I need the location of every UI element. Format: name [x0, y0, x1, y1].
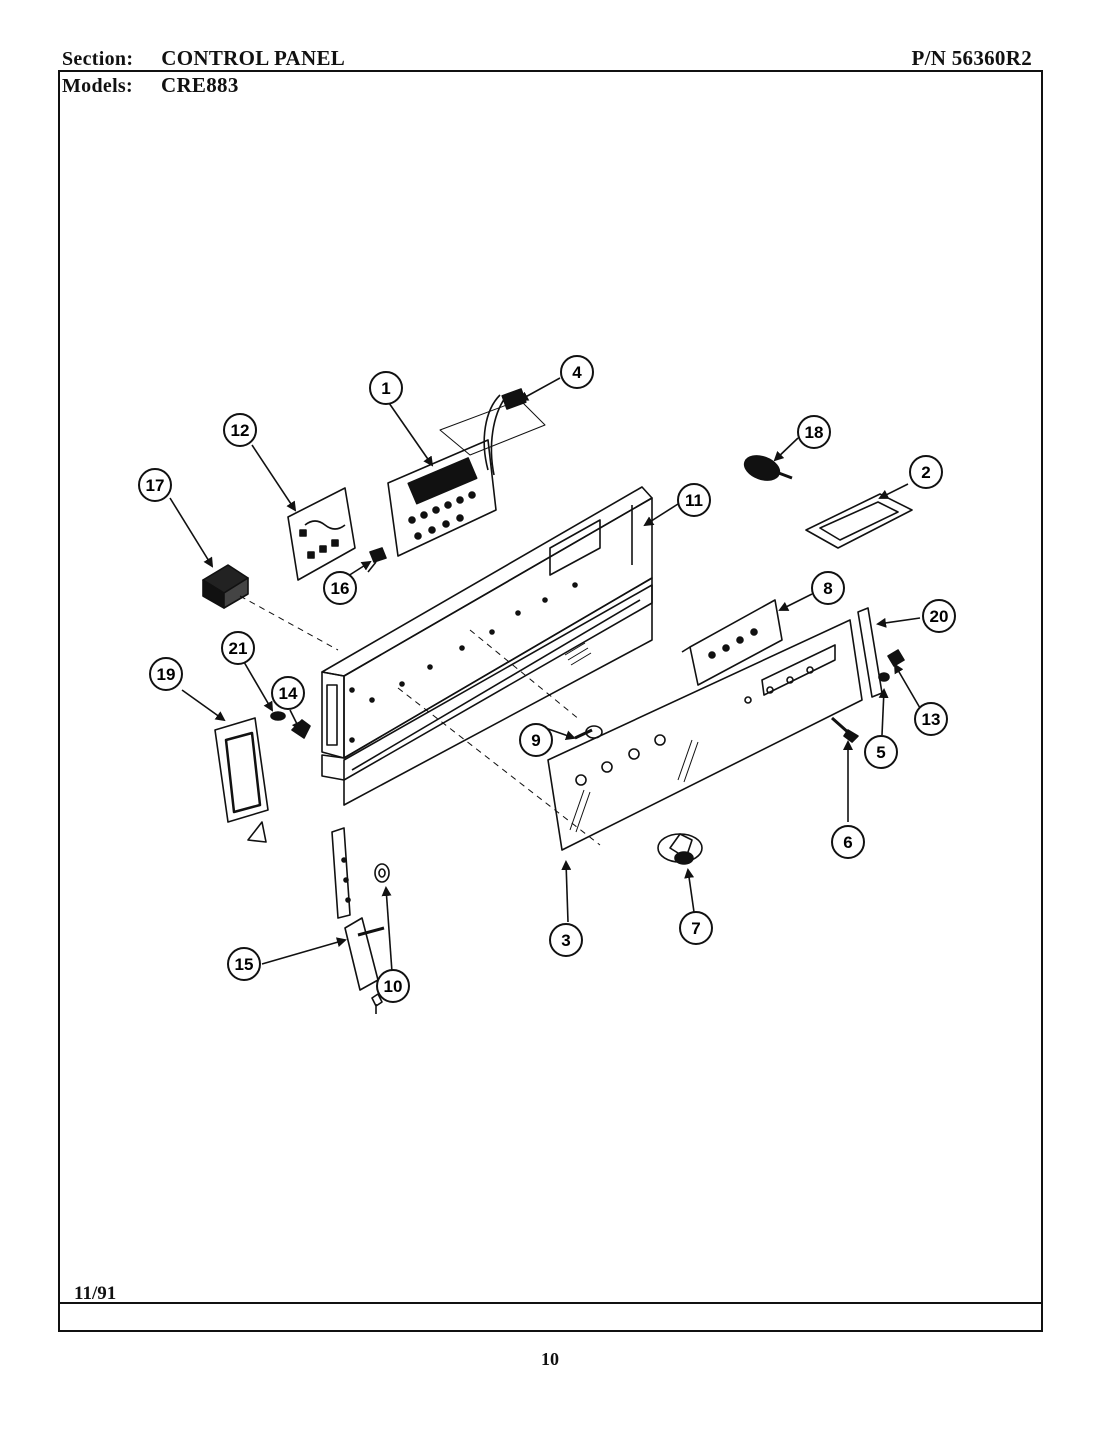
- svg-text:7: 7: [691, 919, 700, 938]
- trim-strip: [857, 607, 883, 698]
- callout-10: 10: [376, 969, 410, 1003]
- svg-text:1: 1: [381, 379, 390, 398]
- callout-2: 2: [909, 455, 943, 489]
- models-value: CRE883: [160, 73, 239, 97]
- svg-text:10: 10: [384, 977, 403, 996]
- svg-text:11: 11: [685, 491, 703, 510]
- bezel-gasket: [805, 493, 913, 549]
- svg-text:12: 12: [231, 421, 250, 440]
- alignment-lines: [239, 595, 601, 846]
- callout-11: 11: [677, 483, 711, 517]
- callout-5: 5: [864, 735, 898, 769]
- svg-text:3: 3: [561, 931, 570, 950]
- models-heading: Models: CRE883: [62, 73, 239, 98]
- svg-text:13: 13: [922, 710, 941, 729]
- callout-9: 9: [519, 723, 553, 757]
- frame-left: [58, 70, 60, 1332]
- control-knob: [657, 833, 703, 865]
- callout-20: 20: [922, 599, 956, 633]
- callout-8: 8: [811, 571, 845, 605]
- revision-date: 11/91: [74, 1283, 117, 1304]
- frame-right: [1041, 70, 1043, 1332]
- svg-text:8: 8: [823, 579, 832, 598]
- svg-text:16: 16: [331, 579, 350, 598]
- section-heading: Section: CONTROL PANEL: [62, 46, 345, 71]
- callout-16: 16: [323, 571, 357, 605]
- screw-16: [367, 547, 387, 573]
- svg-text:17: 17: [146, 476, 165, 495]
- electronic-control-board: [387, 439, 497, 557]
- section-label: Section:: [62, 48, 134, 70]
- section-title: CONTROL PANEL: [161, 46, 346, 70]
- svg-text:9: 9: [531, 731, 540, 750]
- end-cap: [214, 717, 269, 843]
- svg-text:14: 14: [279, 684, 298, 703]
- callout-14: 14: [271, 676, 305, 710]
- control-panel-face: [547, 619, 863, 851]
- svg-text:21: 21: [229, 639, 248, 658]
- svg-text:18: 18: [805, 423, 824, 442]
- svg-text:15: 15: [235, 955, 254, 974]
- svg-text:19: 19: [157, 665, 176, 684]
- frame-bottom: [58, 1330, 1043, 1332]
- callouts: 1 2 3 4 5 6 7 8: [138, 355, 956, 1003]
- leader-lines: [169, 377, 921, 973]
- switch-block: [202, 564, 249, 609]
- callout-17: 17: [138, 468, 172, 502]
- callout-18: 18: [797, 415, 831, 449]
- callout-4: 4: [560, 355, 594, 389]
- touch-pad-bracket: [681, 599, 783, 686]
- footer-rule: [58, 1302, 1043, 1304]
- page-number: 10: [541, 1349, 559, 1369]
- svg-text:20: 20: [930, 607, 949, 626]
- rotary-switch: [743, 455, 793, 481]
- svg-text:6: 6: [843, 833, 852, 852]
- part-number: P/N 56360R2: [911, 46, 1032, 70]
- models-label: Models:: [62, 75, 133, 97]
- svg-text:5: 5: [876, 743, 885, 762]
- svg-text:4: 4: [572, 363, 582, 382]
- wire-harness: [439, 388, 546, 476]
- callout-1: 1: [369, 371, 403, 405]
- callout-13: 13: [914, 702, 948, 736]
- callout-21: 21: [221, 631, 255, 665]
- circuit-board: [287, 487, 356, 581]
- header-rule: [58, 70, 1043, 72]
- callout-7: 7: [679, 911, 713, 945]
- svg-text:2: 2: [921, 463, 930, 482]
- callout-3: 3: [549, 923, 583, 957]
- callout-12: 12: [223, 413, 257, 447]
- control-panel-housing: [321, 486, 653, 806]
- callout-19: 19: [149, 657, 183, 691]
- fasteners: [270, 649, 905, 883]
- callout-6: 6: [831, 825, 865, 859]
- callout-15: 15: [227, 947, 261, 981]
